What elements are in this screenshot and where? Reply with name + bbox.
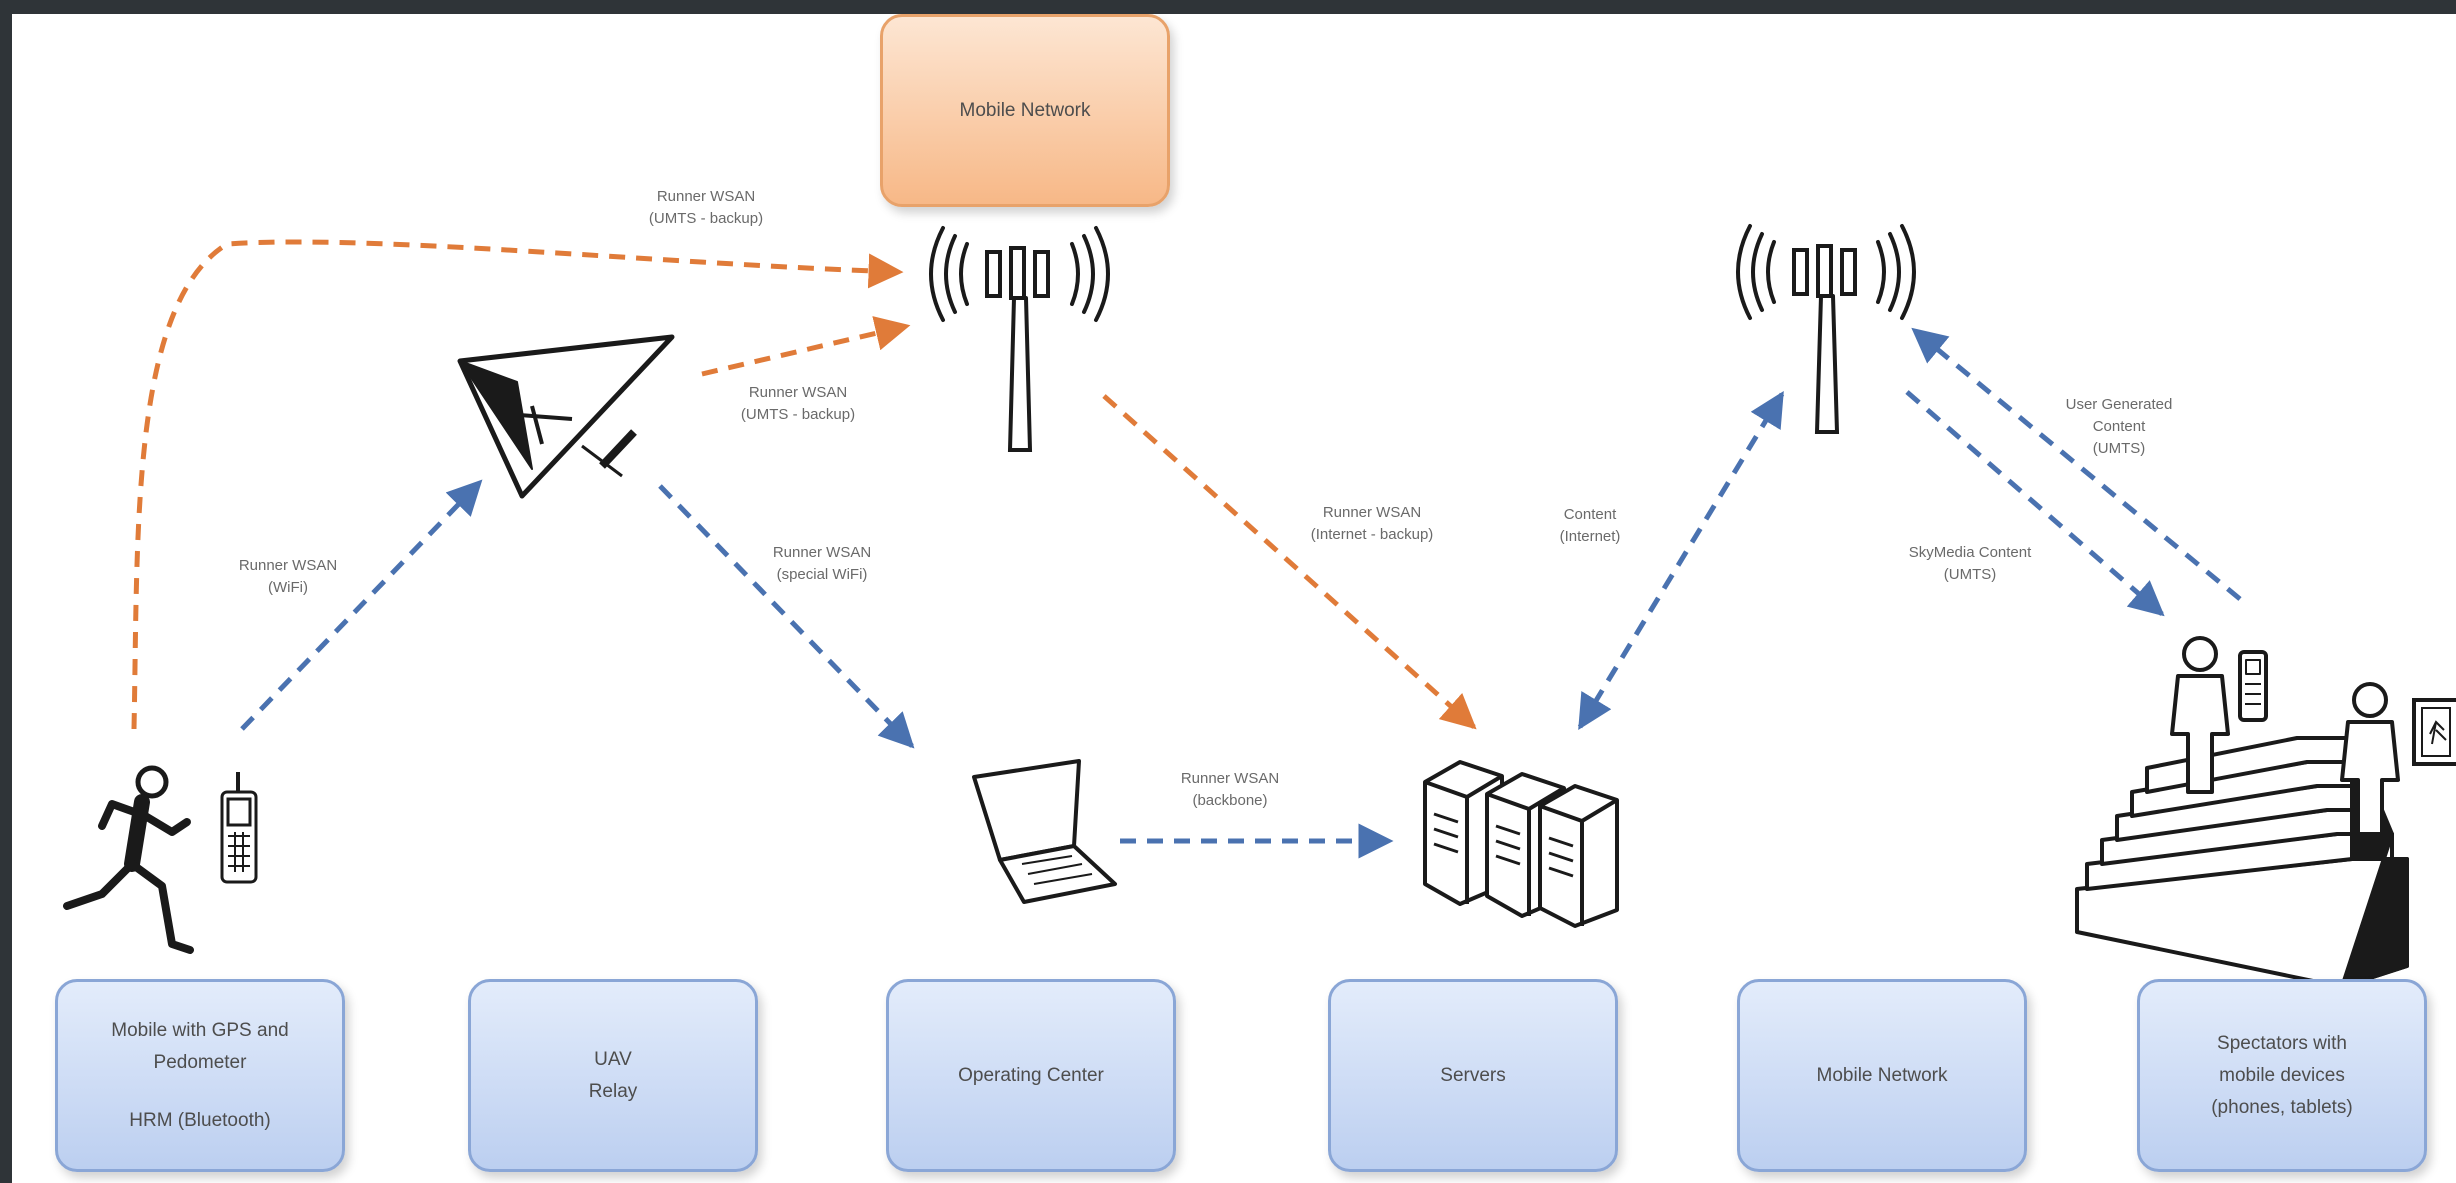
diagram-graphics <box>63 224 2456 989</box>
link-label-runner-backbone: Runner WSAN (backbone) <box>1180 770 1280 809</box>
box-servers: Servers <box>1328 979 1618 1172</box>
cell-tower-icon <box>929 226 1110 452</box>
link-runner-wifi <box>240 479 483 731</box>
box-label-line: HRM (Bluetooth) <box>129 1109 271 1131</box>
link-label-content-internet: Content (Internet) <box>1559 506 1621 545</box>
link-label-user-generated-content: User Generated Content (UMTS) <box>2065 396 2173 457</box>
link-label-runner-umts-backup-uav: Runner WSAN (UMTS - backup) <box>740 384 856 423</box>
link-runner-internet-backup <box>1102 394 1477 730</box>
box-label: Servers <box>1440 1064 1506 1086</box>
tablet-icon <box>2412 698 2456 766</box>
uav-icon <box>457 334 675 499</box>
link-label-runner-umts-backup-top: Runner WSAN (UMTS - backup) <box>648 188 764 227</box>
box-label-line: (phones, tablets) <box>2211 1096 2353 1118</box>
box-mobile-gps-pedometer: Mobile with GPS and Pedometer HRM (Bluet… <box>55 979 345 1172</box>
cell-tower-icon <box>1736 224 1916 434</box>
box-label: Mobile Network <box>959 99 1091 121</box>
server-rack-icon <box>1423 760 1619 928</box>
link-skymedia-content <box>1905 390 2165 617</box>
link-runner-umts-backup-uav <box>701 316 911 377</box>
link-label-runner-internet-backup: Runner WSAN (Internet - backup) <box>1310 504 1434 543</box>
spectators-icon <box>2075 636 2409 989</box>
box-operating-center: Operating Center <box>886 979 1176 1172</box>
box-mobile-network-bottom: Mobile Network <box>1737 979 2027 1172</box>
link-user-generated-content <box>1911 327 2242 601</box>
box-label-line: UAV <box>594 1048 632 1070</box>
link-runner-special-wifi <box>658 484 915 749</box>
box-label-line: Relay <box>588 1080 638 1102</box>
box-label: Mobile Network <box>1816 1064 1948 1086</box>
box-uav-relay: UAV Relay <box>468 979 758 1172</box>
laptop-icon <box>972 759 1117 904</box>
box-label-line: Spectators with <box>2217 1032 2347 1054</box>
link-runner-umts-backup-top <box>131 239 904 730</box>
link-content-internet <box>1577 391 1785 730</box>
link-label-runner-special-wifi: Runner WSAN (special WiFi) <box>772 544 872 583</box>
box-label-line: Pedometer <box>153 1051 247 1073</box>
runner-icon <box>63 765 194 954</box>
link-label-runner-wifi: Runner WSAN (WiFi) <box>238 557 338 596</box>
box-label-line: Mobile with GPS and <box>111 1019 289 1041</box>
box-mobile-network-top: Mobile Network <box>880 14 1170 207</box>
mobile-phone-icon <box>220 772 258 884</box>
diagram-canvas: Mobile Network Mobile with GPS and Pedom… <box>12 14 2456 1183</box>
box-label-line: mobile devices <box>2219 1064 2345 1086</box>
box-label: Operating Center <box>958 1064 1104 1086</box>
box-spectators: Spectators with mobile devices (phones, … <box>2137 979 2427 1172</box>
link-label-skymedia-content: SkyMedia Content (UMTS) <box>1908 544 2032 583</box>
